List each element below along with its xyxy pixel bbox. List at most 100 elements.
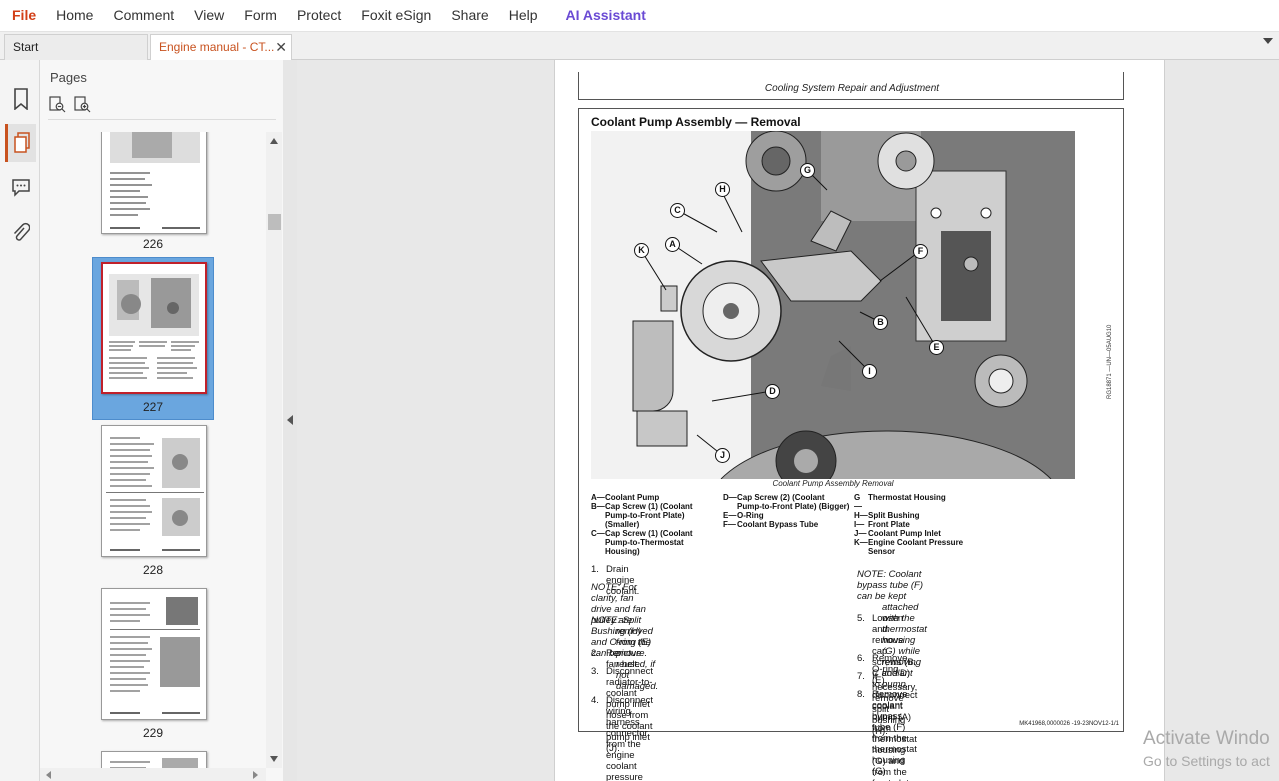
legend-key: K— [854,538,868,547]
menu-ai-assistant[interactable]: AI Assistant [565,6,646,23]
callout-d: D [765,384,780,399]
legend-key [591,538,605,547]
note-line: NOTE: Coolant bypass tube (F) can be kep… [857,569,923,602]
note-line: NOTE: For clarity, fan drive and fan pul… [591,582,646,626]
thumbnail-content [110,597,200,714]
step-6: 6.Remove O-ring (E). [857,653,907,686]
legend-text: O-Ring [737,511,764,520]
page-thumbnail-227[interactable] [101,262,207,394]
thumbnails-vertical-scrollbar[interactable] [266,132,282,768]
note-line: attached with the thermostat housing (G)… [882,602,927,657]
thumbnails-horizontal-scrollbar[interactable] [40,768,266,781]
scroll-up-arrow-icon[interactable] [270,138,278,144]
legend-entry: (Smaller) [591,520,719,529]
menu-foxit-esign[interactable]: Foxit eSign [361,6,432,23]
step-number: 1. [591,564,599,575]
pages-panel-toolbar [49,96,91,113]
legend-key: H— [854,511,868,520]
legend-key: F— [723,520,736,529]
step-text: Drain engine coolant. [606,564,640,597]
legend-key [854,547,868,556]
legend-entry: H—Split Bushing [854,511,964,520]
pages-panel-title: Pages [50,70,87,85]
legend-text: Engine Coolant Pressure [868,538,964,547]
legend-key: E— [723,511,737,520]
legend-entry: Pump-to-Front Plate) (Bigger) [723,502,853,511]
callout-g: G [800,163,815,178]
legend-text: Coolant Bypass Tube [737,520,819,529]
tab-engine-manual[interactable]: Engine manual - CT... ✕ [150,34,292,60]
menu-file[interactable]: File [12,6,37,23]
step-number: 6. [857,653,865,664]
scroll-down-arrow-icon[interactable] [270,756,278,762]
step-3: 3.Disconnect radiator-to-coolant pump in… [591,666,653,754]
panel-separator [48,119,276,120]
page-thumbnail-label-229: 229 [142,726,164,740]
thumbnail-zoom-out-icon[interactable] [49,96,66,113]
page-thumbnail-229[interactable] [101,588,207,720]
step-text: housing (G). [872,755,906,777]
page-thumbnail-230[interactable] [101,751,207,768]
step-1: 1. Drain engine coolant. [591,564,639,597]
menu-comment[interactable]: Comment [113,6,175,23]
tab-list-dropdown-icon[interactable] [1263,38,1273,44]
document-tab-bar: Start Engine manual - CT... ✕ [0,32,1279,60]
page-thumbnail-226[interactable] [101,132,207,234]
menu-form[interactable]: Form [244,6,277,23]
page-thumbnails-list: 226 227 [40,132,266,768]
callout-j: J [715,448,730,463]
callout-e: E [929,340,944,355]
section-title: Coolant Pump Assembly — Removal [591,115,801,129]
menu-help[interactable]: Help [508,6,538,23]
pages-button[interactable] [5,124,36,162]
tab-start[interactable]: Start [4,34,148,60]
legend-entry: Pump-to-Thermostat [591,538,719,547]
bookmark-icon [13,88,28,110]
step-number: 8. [857,689,865,700]
legend-key: G— [854,493,862,511]
comment-icon [11,179,30,197]
panel-collapse-handle[interactable] [283,60,297,781]
step-8: 8.Remove coolant bypass tube (F) from th… [857,689,917,777]
scroll-right-arrow-icon[interactable] [253,771,258,779]
menu-bar: File Home Comment View Form Protect Foxi… [0,0,1279,32]
document-view[interactable]: Cooling System Repair and Adjustment Coo… [297,60,1279,781]
legend-text: Sensor [868,547,896,556]
figure-caption: Coolant Pump Assembly Removal [772,479,894,488]
note-line: reused, if not damaged. [616,659,659,692]
step-number: 7. [857,671,865,682]
menu-share[interactable]: Share [451,6,489,23]
scrollbar-thumb[interactable] [268,214,281,230]
legend-entry: Sensor [854,547,964,556]
menu-protect[interactable]: Protect [296,6,342,23]
legend-entry: B—Cap Screw (1) (Coolant [591,502,719,511]
menu-home[interactable]: Home [56,6,94,23]
legend-key: A— [591,493,605,502]
step-7: 7.If necessary, remove split bushing (H)… [857,671,917,737]
page-thumbnail-label-226: 226 [142,237,164,251]
navigation-rail [0,60,40,781]
legend-text: Cap Screw (2) (Coolant [737,493,825,502]
page-thumbnail-228[interactable] [101,425,207,557]
legend-text: Pump-to-Front Plate) (Bigger) [737,502,850,511]
legend-key: B— [591,502,605,511]
close-tab-icon[interactable]: ✕ [275,39,287,55]
attachments-button[interactable] [5,214,36,252]
comments-button[interactable] [5,168,36,206]
collapse-panel-arrow-icon[interactable] [287,415,293,425]
bookmarks-button[interactable] [5,80,36,118]
callout-h: H [715,182,730,197]
pages-icon [14,132,30,153]
callout-a: A [665,237,680,252]
legend-text: Split Bushing [868,511,920,520]
thumbnail-zoom-in-icon[interactable] [74,96,91,113]
callout-f: F [913,244,928,259]
step-text: the coolant pump inlet (J). [606,721,653,754]
menu-view[interactable]: View [194,6,225,23]
tab-start-label: Start [13,40,39,54]
figure-side-label: RG18871 —UN—05AUG10 [1107,324,1113,399]
scroll-left-arrow-icon[interactable] [46,771,51,779]
